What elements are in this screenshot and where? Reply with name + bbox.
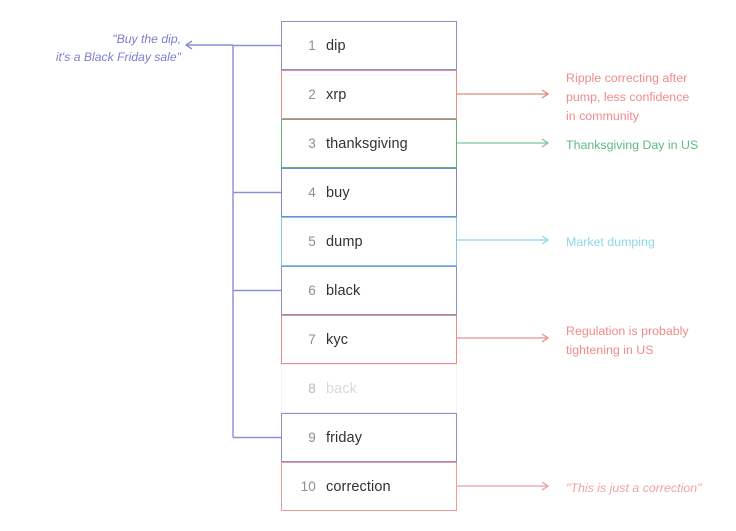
word-rank: 1 bbox=[308, 38, 316, 53]
word-rank: 8 bbox=[308, 381, 316, 396]
word-rank: 2 bbox=[308, 87, 316, 102]
connector-left-arrow-head bbox=[184, 40, 193, 50]
word-row-thanksgiving[interactable]: 3 thanksgiving bbox=[281, 119, 457, 168]
word-label: back bbox=[326, 380, 358, 397]
annotation-kyc: Regulation is probably tightening in US bbox=[566, 324, 689, 357]
annotation-xrp: Ripple correcting after pump, less confi… bbox=[566, 71, 690, 123]
word-rank: 6 bbox=[308, 283, 316, 298]
word-label: black bbox=[326, 282, 361, 299]
word-row-back[interactable]: 8 back bbox=[281, 364, 457, 413]
word-row-dip[interactable]: 1 dip bbox=[281, 21, 457, 70]
annotation-xrp-arrow-head bbox=[541, 89, 550, 99]
word-row-friday[interactable]: 9 friday bbox=[281, 413, 457, 462]
annotation-thanksgiving-arrow-head bbox=[541, 138, 550, 148]
trending-word-list: 1 dip 2 xrp 3 thanksgiving 4 buy 5 dump 6 black 7 kyc… bbox=[281, 21, 457, 511]
annotation-correction: "This is just a correction" bbox=[566, 481, 702, 495]
word-rank: 10 bbox=[300, 479, 316, 494]
word-rank: 7 bbox=[308, 332, 316, 347]
word-rank: 5 bbox=[308, 234, 316, 249]
word-row-dump[interactable]: 5 dump bbox=[281, 217, 457, 266]
word-row-black[interactable]: 6 black bbox=[281, 266, 457, 315]
word-label: kyc bbox=[326, 331, 349, 348]
word-rank: 9 bbox=[308, 430, 316, 445]
word-rank: 3 bbox=[308, 136, 316, 151]
word-rank: 4 bbox=[308, 185, 316, 200]
annotation-buy-the-dip: "Buy the dip, it's a Black Friday sale" bbox=[55, 32, 181, 64]
word-label: thanksgiving bbox=[326, 135, 408, 152]
annotation-correction-arrow-head bbox=[541, 481, 550, 491]
word-row-xrp[interactable]: 2 xrp bbox=[281, 70, 457, 119]
annotation-dump-arrow-head bbox=[541, 235, 550, 245]
word-label: xrp bbox=[326, 86, 347, 103]
word-row-buy[interactable]: 4 buy bbox=[281, 168, 457, 217]
word-label: correction bbox=[326, 478, 391, 495]
word-label: dump bbox=[326, 233, 363, 250]
annotation-thanksgiving: Thanksgiving Day in US bbox=[566, 138, 699, 152]
word-label: buy bbox=[326, 184, 350, 201]
word-label: friday bbox=[326, 429, 363, 446]
word-row-kyc[interactable]: 7 kyc bbox=[281, 315, 457, 364]
word-label: dip bbox=[326, 37, 346, 54]
word-row-correction[interactable]: 10 correction bbox=[281, 462, 457, 511]
annotation-dump: Market dumping bbox=[566, 235, 655, 249]
annotation-kyc-arrow-head bbox=[541, 333, 550, 343]
